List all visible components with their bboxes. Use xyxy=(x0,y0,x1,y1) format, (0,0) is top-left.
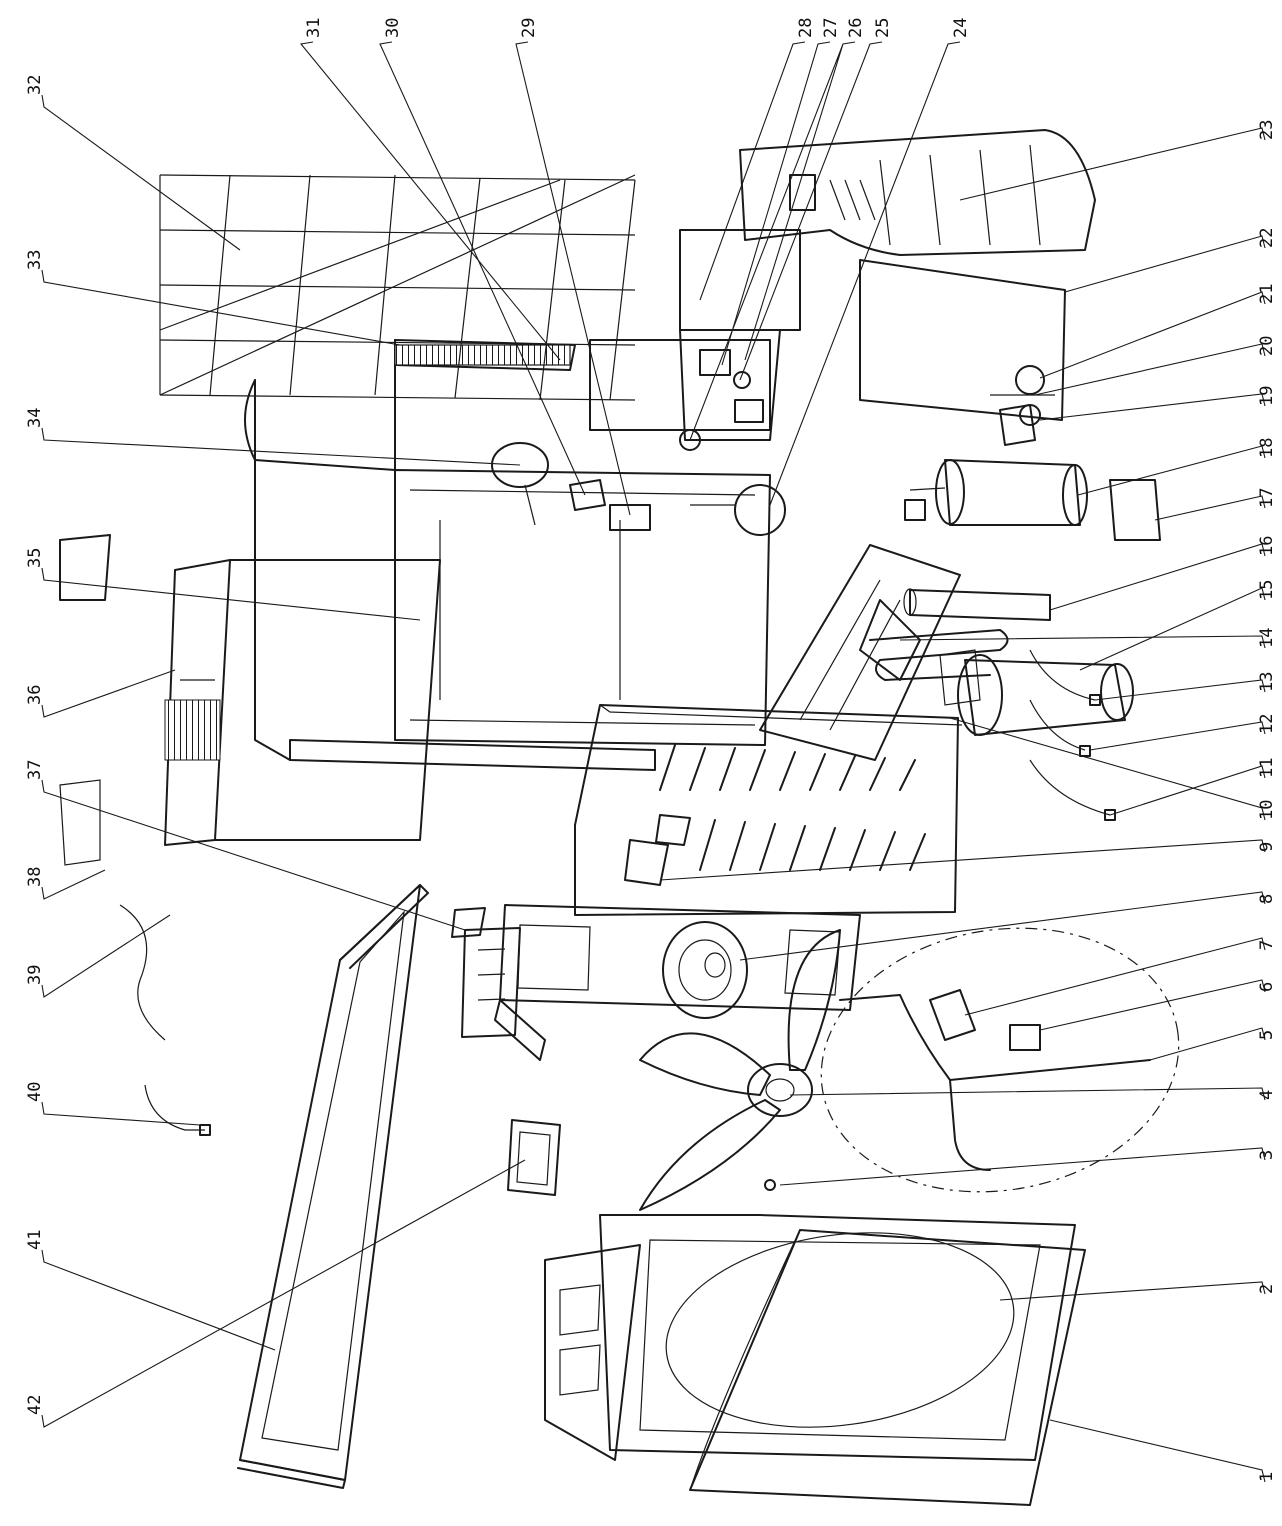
label-21: 21 xyxy=(1257,284,1277,304)
label-28: 28 xyxy=(796,18,816,38)
label-16: 16 xyxy=(1257,536,1277,556)
center-partition xyxy=(394,469,771,746)
label-1: 1 xyxy=(1257,1472,1277,1482)
side-louver-panel xyxy=(574,704,963,916)
left-electric-box xyxy=(59,534,441,866)
cylinder-unit xyxy=(904,459,1088,526)
label-31: 31 xyxy=(304,18,324,38)
label-37: 37 xyxy=(25,760,45,780)
label-24: 24 xyxy=(951,18,971,38)
electric-box xyxy=(589,229,801,451)
base-pan xyxy=(759,544,961,761)
label-36: 36 xyxy=(25,685,45,705)
sensor-holders xyxy=(569,479,651,531)
label-7: 7 xyxy=(1257,940,1277,950)
fan-nut xyxy=(764,1179,776,1191)
label-13: 13 xyxy=(1257,672,1277,692)
label-25: 25 xyxy=(873,18,893,38)
compressor xyxy=(939,649,1134,736)
label-38: 38 xyxy=(25,867,45,887)
label-39: 39 xyxy=(25,965,45,985)
label-11: 11 xyxy=(1257,758,1277,778)
left-bracket xyxy=(451,907,521,1038)
label-5: 5 xyxy=(1257,1030,1277,1040)
label-19: 19 xyxy=(1257,386,1277,406)
part-labels: 1 2 3 4 5 6 7 8 9 10 11 12 13 14 15 16 1… xyxy=(25,18,1277,1482)
label-40: 40 xyxy=(25,1082,45,1102)
label-32: 32 xyxy=(25,75,45,95)
label-27: 27 xyxy=(821,18,841,38)
label-2: 2 xyxy=(1257,1284,1277,1294)
label-42: 42 xyxy=(25,1395,45,1415)
reactor xyxy=(690,484,786,536)
front-panel xyxy=(544,1214,1076,1461)
accumulator xyxy=(903,588,1051,621)
label-9: 9 xyxy=(1257,842,1277,852)
label-35: 35 xyxy=(25,548,45,568)
fan-blade xyxy=(639,929,841,1211)
rear-side-plate xyxy=(859,259,1066,421)
label-29: 29 xyxy=(519,18,539,38)
fan-motor xyxy=(662,921,748,1019)
thermistor xyxy=(491,442,549,526)
label-33: 33 xyxy=(25,250,45,270)
label-22: 22 xyxy=(1257,228,1277,248)
label-14: 14 xyxy=(1257,628,1277,648)
front-grille xyxy=(689,1229,1086,1506)
rear-louvered-cover xyxy=(739,129,1096,256)
label-34: 34 xyxy=(25,408,45,428)
motor-bracket xyxy=(494,904,861,1061)
label-41: 41 xyxy=(25,1230,45,1250)
sensor-leads xyxy=(1029,649,1116,821)
label-18: 18 xyxy=(1257,438,1277,458)
refrigerant-piping xyxy=(820,927,1180,1193)
label-10: 10 xyxy=(1257,800,1277,820)
label-15: 15 xyxy=(1257,580,1277,600)
label-6: 6 xyxy=(1257,982,1277,992)
label-20: 20 xyxy=(1257,336,1277,356)
control-module xyxy=(507,1119,561,1196)
leader-lines xyxy=(41,41,1266,1483)
label-23: 23 xyxy=(1257,120,1277,140)
label-8: 8 xyxy=(1257,894,1277,904)
label-12: 12 xyxy=(1257,714,1277,734)
compressor-piping xyxy=(869,629,1009,681)
condenser-coil xyxy=(244,339,656,771)
connection-cables xyxy=(119,904,211,1136)
wire-guard xyxy=(159,174,636,401)
label-17: 17 xyxy=(1257,488,1277,508)
label-26: 26 xyxy=(846,18,866,38)
service-valves xyxy=(990,365,1055,446)
label-3: 3 xyxy=(1257,1150,1277,1160)
label-30: 30 xyxy=(383,18,403,38)
top-cover-plate xyxy=(237,884,429,1489)
label-4: 4 xyxy=(1257,1090,1277,1100)
terminal-clamp xyxy=(1109,479,1161,541)
